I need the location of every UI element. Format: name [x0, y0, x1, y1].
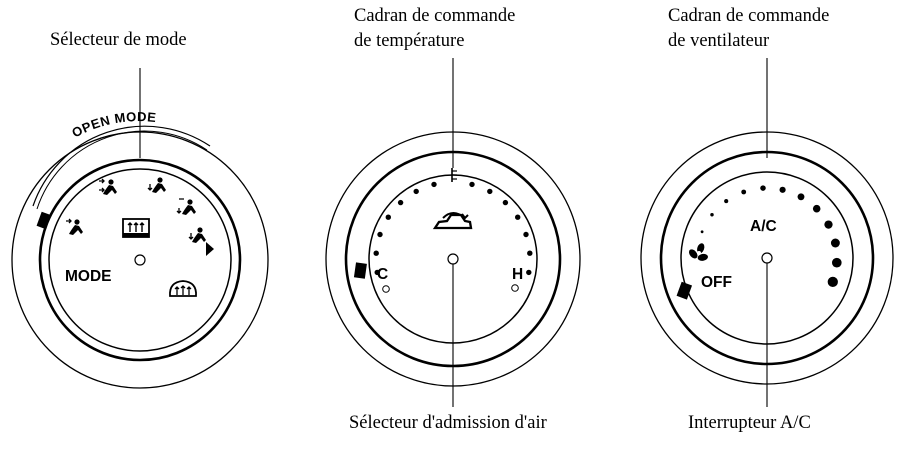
- fan-speed-dot: [824, 220, 833, 229]
- temperature-scale-dot: [523, 231, 529, 238]
- temperature-scale-dot: [431, 181, 437, 188]
- mode-center-hole: [134, 254, 146, 266]
- fan-dial-callout: Cadran de commande de ventilateur: [668, 4, 829, 54]
- open-mode-arc-line: [32, 125, 211, 207]
- rear-defrost-icon: [122, 218, 150, 238]
- temperature-scale-dot: [502, 199, 509, 206]
- fan-dial-callout-line1: Cadran de commande: [668, 6, 830, 26]
- foot-defrost-icon: [176, 198, 196, 215]
- temperature-scale-dot: [526, 269, 532, 276]
- temperature-scale-dot: [397, 199, 404, 206]
- fan-speed-scale: [700, 185, 842, 288]
- fan-indicator-mark: [676, 281, 693, 300]
- temp-center-hole: [447, 253, 459, 265]
- fan-speed-dot: [700, 230, 704, 234]
- mode-label: MODE: [65, 268, 112, 285]
- fan-speed-dot: [812, 204, 821, 213]
- temperature-scale-dot: [515, 214, 521, 220]
- hot-label: H: [512, 266, 523, 283]
- fan-center-hole: [761, 252, 773, 264]
- temperature-scale-dot: [469, 181, 475, 188]
- temperature-scale-dot: [374, 269, 380, 276]
- fan-speed-dot: [779, 186, 786, 193]
- center-tick-icon: [451, 168, 457, 182]
- temperature-scale-dot: [385, 214, 391, 220]
- mode-dial-face: [48, 168, 232, 352]
- fan-speed-dot: [724, 199, 729, 204]
- temperature-scale-dot: [487, 188, 493, 195]
- fan-speed-dot: [832, 257, 842, 268]
- mode-dial-knob[interactable]: [38, 158, 242, 362]
- hot-indicator: [511, 284, 519, 292]
- mode-selector-callout: Sélecteur de mode: [50, 28, 187, 53]
- temperature-scale-dot: [373, 250, 379, 256]
- ac-label: A/C: [750, 218, 777, 235]
- fan-speed-dot: [830, 238, 840, 248]
- temperature-scale-dot: [413, 188, 419, 195]
- ac-switch-callout-text: Interrupteur A/C: [688, 413, 811, 433]
- temperature-scale-dot: [527, 250, 533, 256]
- open-mode-arc-line-inner: [36, 130, 208, 210]
- temp-indicator-mark: [353, 262, 367, 279]
- mode-indicator-mark: [36, 211, 52, 230]
- fan-dial-callout-line2: de ventilateur: [668, 31, 770, 51]
- fan-speed-dot: [760, 185, 766, 191]
- foot-vent-icon: [147, 177, 166, 193]
- mode-selector-callout-text: Sélecteur de mode: [50, 30, 187, 50]
- fan-speed-dot: [710, 212, 714, 217]
- off-label: OFF: [701, 274, 732, 291]
- pointer-arrow-icon: [206, 242, 214, 256]
- cold-indicator: [382, 285, 390, 293]
- bi-level-icon: [99, 178, 117, 195]
- air-intake-callout-text: Sélecteur d'admission d'air: [349, 413, 547, 433]
- windshield-defrost-icon: [169, 280, 197, 297]
- temperature-scale-dot: [377, 231, 383, 238]
- fan-speed-dot: [741, 189, 747, 195]
- air-intake-callout: Sélecteur d'admission d'air: [349, 411, 547, 436]
- temperature-control-dial[interactable]: C H: [325, 131, 581, 387]
- fan-speed-dot: [827, 276, 838, 288]
- recirculation-car-icon: [432, 212, 473, 230]
- fan-icon: [689, 243, 708, 261]
- temp-dial-callout-line2: de température: [354, 31, 465, 51]
- foot-vent-lower-icon: [188, 227, 206, 243]
- fan-speed-dot: [797, 193, 805, 201]
- temp-dial-callout: Cadran de commande de température: [354, 4, 515, 54]
- temperature-scale: [373, 181, 533, 276]
- temp-dial-callout-line1: Cadran de commande: [354, 6, 516, 26]
- ac-switch-callout: Interrupteur A/C: [688, 411, 811, 436]
- cold-label: C: [377, 266, 388, 283]
- face-vent-icon: [66, 218, 83, 235]
